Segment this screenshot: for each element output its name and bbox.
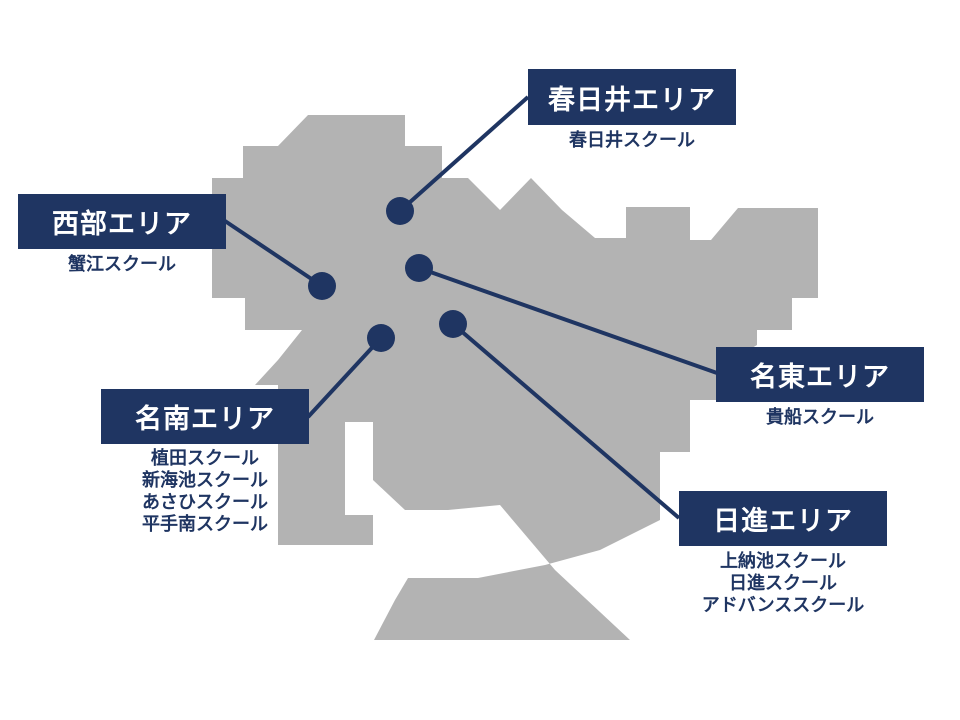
area-label-meito: 名東エリア <box>716 347 924 402</box>
school-name: あさひスクール <box>142 492 268 513</box>
school-name: 植田スクール <box>151 448 259 469</box>
area-label-kasugai: 春日井エリア <box>528 69 736 125</box>
school-name: 上納池スクール <box>720 551 846 572</box>
marker-meinan[interactable] <box>367 324 395 352</box>
connector-line-seibu <box>223 219 324 288</box>
school-name: 蟹江スクール <box>68 254 176 275</box>
area-label-text: 名東エリア <box>750 362 890 393</box>
marker-seibu[interactable] <box>308 272 336 300</box>
school-name: アドバンススクール <box>701 595 865 616</box>
marker-nisshin[interactable] <box>439 310 467 338</box>
school-list-kasugai: 春日井スクール <box>528 130 736 152</box>
marker-kasugai[interactable] <box>386 197 414 225</box>
area-label-text: 名南エリア <box>135 404 275 435</box>
area-label-meinan: 名南エリア <box>101 389 309 444</box>
school-list-meinan: 植田スクール 新海池スクール あさひスクール 平手南スクール <box>101 448 309 536</box>
school-list-meito: 貴船スクール <box>716 407 924 429</box>
area-label-seibu: 西部エリア <box>18 194 226 249</box>
school-list-nisshin: 上納池スクール 日進スクール アドバンススクール <box>679 551 887 617</box>
connector-line-nisshin <box>451 322 681 520</box>
area-label-text: 春日井エリア <box>548 84 716 116</box>
school-list-seibu: 蟹江スクール <box>18 254 226 276</box>
connector-line-meinan <box>306 336 383 419</box>
marker-meito[interactable] <box>405 254 433 282</box>
area-label-text: 西部エリア <box>52 209 192 240</box>
area-label-nisshin: 日進エリア <box>679 491 887 546</box>
school-name: 新海池スクール <box>142 470 268 491</box>
connector-line-kasugai <box>398 95 530 213</box>
school-name: 貴船スクール <box>766 407 874 428</box>
school-name: 春日井スクール <box>569 130 695 151</box>
connector-line-meito <box>418 266 718 375</box>
school-name: 日進スクール <box>729 573 837 594</box>
area-label-text: 日進エリア <box>713 506 853 537</box>
school-name: 平手南スクール <box>142 514 268 535</box>
